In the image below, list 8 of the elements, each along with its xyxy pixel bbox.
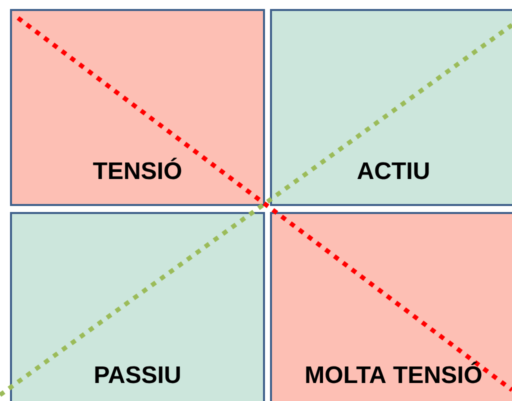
quadrant-label: TENSIÓ <box>93 158 182 180</box>
quadrant-box <box>10 212 265 401</box>
quadrant-label: MOLTA TENSIÓ <box>306 362 482 384</box>
quadrant-label: PASSIU <box>95 366 180 384</box>
quadrant-box <box>270 212 512 401</box>
quadrant-label: ACTIU <box>357 162 429 180</box>
quadrant-box <box>10 9 265 206</box>
quadrant-box <box>270 9 512 206</box>
